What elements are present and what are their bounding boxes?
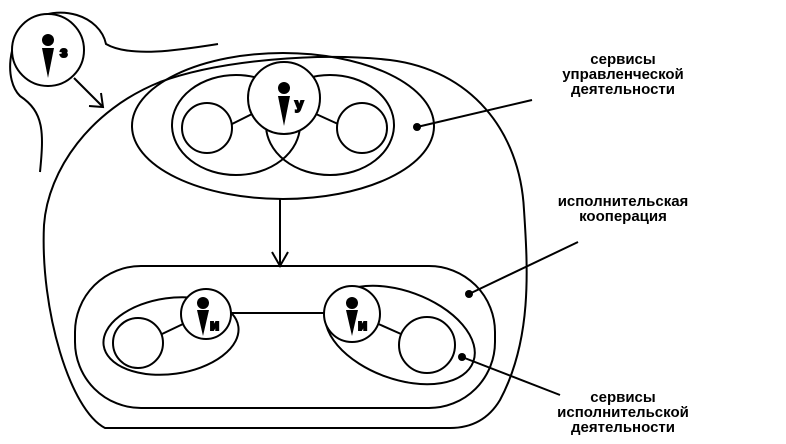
executive-cooperation-line-1: исполнительская [557, 193, 689, 210]
pointer-management [417, 100, 532, 127]
executive-cooperation-box [75, 266, 495, 408]
executive-services-label: сервисы исполнительской деятельности [543, 390, 703, 435]
executive-services-line-3: деятельности [571, 419, 675, 436]
executive-cooperation-region [44, 57, 527, 428]
management-services-label: сервисы управленческой деятельности [548, 52, 698, 97]
service-circle-mgmt-right [337, 103, 387, 153]
executor-left-person-icon [197, 297, 209, 336]
service-circle-exec-right [399, 317, 455, 373]
executive-services-line-1: сервисы [590, 389, 656, 406]
executor-left-group [98, 289, 243, 383]
management-services-line-3: деятельности [571, 81, 675, 98]
customer-person-icon [42, 34, 54, 78]
manager-person-icon [278, 82, 290, 126]
executive-cooperation-line-2: кооперация [579, 208, 667, 225]
service-circle-exec-left [113, 318, 163, 368]
management-services-line-2: управленческой [562, 66, 684, 83]
manager-role-letter: у [295, 96, 304, 113]
customer-arrowhead [89, 93, 103, 107]
management-services-line-1: сервисы [590, 51, 656, 68]
pointer-cooperation [469, 242, 578, 294]
executive-services-line-2: исполнительской [557, 404, 689, 421]
link-mgmt-right [316, 114, 338, 124]
management-services-ellipse [132, 53, 434, 199]
pointer-dot-management [413, 123, 421, 131]
link-mgmt-left [232, 114, 252, 124]
pointer-dot-cooperation [465, 290, 473, 298]
customer-role-letter: з [60, 44, 67, 61]
link-exec-left [162, 324, 183, 334]
service-circle-mgmt-left [182, 103, 232, 153]
pointer-dot-executive-services [458, 353, 466, 361]
executive-cooperation-label: исполнительская кооперация [543, 194, 703, 224]
executor-right-person-icon [346, 297, 358, 336]
executor-left-role-letter: и [210, 317, 219, 334]
customer-arrow [74, 78, 103, 107]
pointer-executive-services [462, 357, 560, 395]
executor-right-role-letter: и [358, 317, 367, 334]
